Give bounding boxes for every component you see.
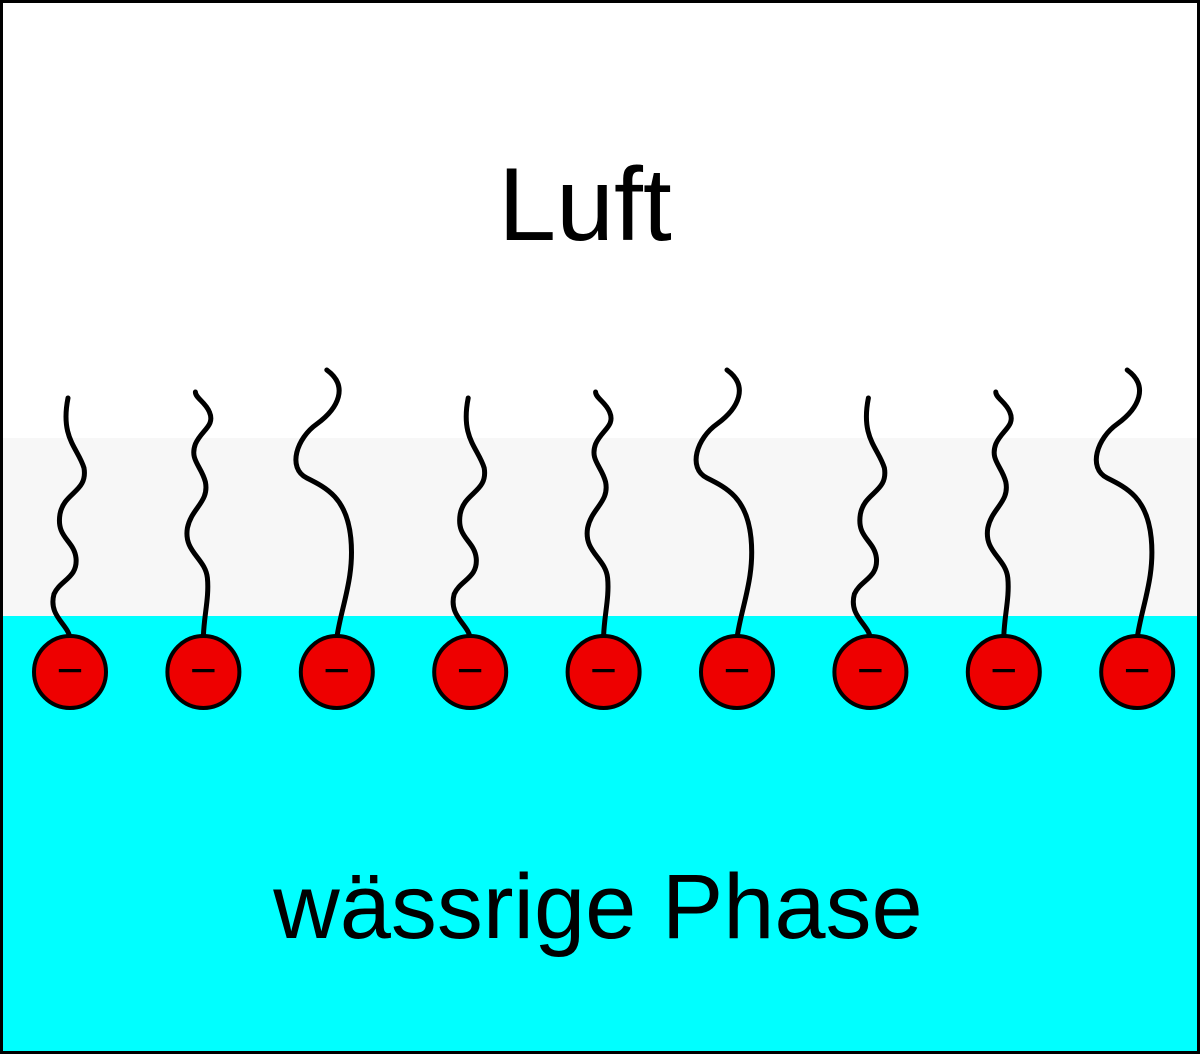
hydrophobic-tail	[450, 395, 488, 641]
anionic-head-group	[565, 634, 642, 710]
hydrophobic-tail	[1093, 367, 1155, 641]
anionic-head-group	[32, 634, 108, 710]
surfactant-molecule: −	[832, 395, 909, 710]
hydrophobic-tail	[693, 367, 755, 641]
air-label: Luft	[498, 147, 672, 263]
hydrophobic-tail	[584, 389, 614, 641]
negative-charge-sign: −	[323, 644, 350, 696]
surfactant-molecule: −	[565, 389, 642, 710]
aqueous-phase-label: wässrige Phase	[272, 856, 922, 958]
anionic-head-group	[165, 634, 242, 710]
negative-charge-sign: −	[590, 644, 617, 696]
anionic-head-group	[832, 634, 909, 710]
surfactant-molecule: −	[693, 367, 775, 710]
negative-charge-sign: −	[990, 644, 1017, 696]
negative-charge-sign: −	[1124, 644, 1151, 696]
hydrophobic-tail	[984, 389, 1014, 641]
anionic-head-group	[965, 634, 1042, 710]
hydrophobic-tail	[293, 367, 354, 641]
surfactant-molecule: −	[1093, 367, 1176, 710]
anionic-head-group	[432, 634, 509, 710]
surfactant-molecule: −	[965, 389, 1042, 710]
negative-charge-sign: −	[724, 644, 751, 696]
surfactant-molecule: −	[293, 367, 375, 710]
anionic-head-group	[298, 634, 375, 710]
anionic-head-group	[699, 634, 775, 710]
surfactant-molecule: −	[432, 395, 509, 710]
hydrophobic-tail	[850, 395, 888, 641]
surfactant-molecule: −	[32, 395, 108, 710]
surfactant-molecule: −	[165, 389, 242, 710]
hydrophobic-tail	[184, 389, 214, 641]
negative-charge-sign: −	[457, 644, 484, 696]
hydrophobic-tail	[50, 395, 87, 641]
air-region	[0, 0, 1200, 440]
surfactant-molecules: −−−−−−−−−	[32, 367, 1176, 710]
anionic-head-group	[1099, 634, 1176, 710]
negative-charge-sign: −	[57, 644, 84, 696]
negative-charge-sign: −	[190, 644, 217, 696]
negative-charge-sign: −	[857, 644, 884, 696]
